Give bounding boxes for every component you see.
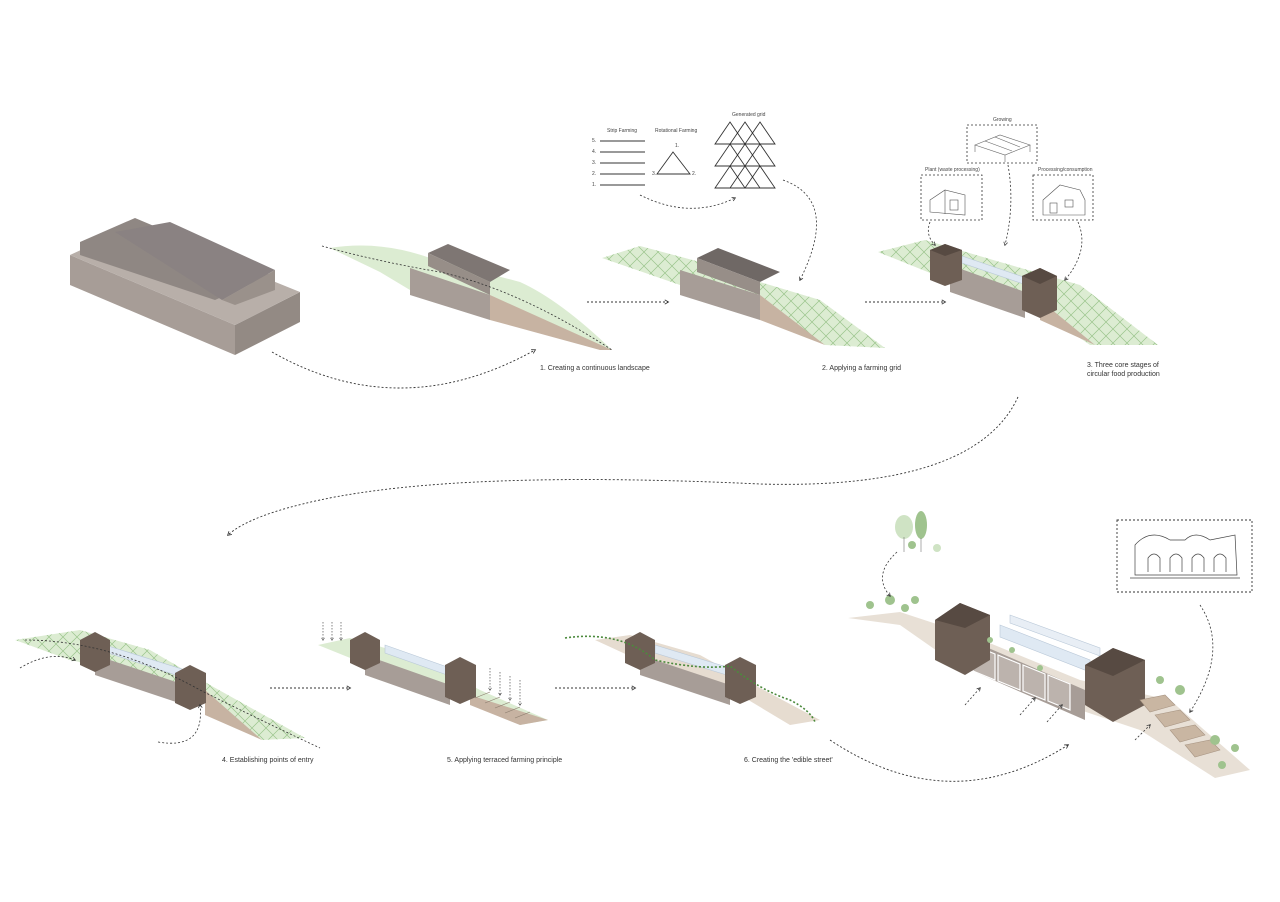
processing-sketch-frame — [1032, 174, 1094, 221]
arrow-6-to-final — [829, 739, 1070, 782]
strip-number-5: 5. — [592, 138, 597, 144]
arrow-trees-to-street — [882, 551, 898, 597]
caption-step6: 6. Creating the 'edible street' — [744, 757, 833, 764]
final-terrace-steps — [1139, 694, 1221, 758]
barn-sketch — [929, 189, 966, 216]
trees-icon — [895, 511, 941, 552]
ruins-sketch-frame — [1116, 519, 1253, 593]
arrow-ruins-to-street — [1189, 604, 1214, 714]
step2-farming-grid — [602, 246, 885, 348]
processing-label: Processing/consumption — [1038, 167, 1093, 173]
strip-number-1: 1. — [592, 182, 597, 188]
caption-step3: 3. Three core stages of circular food pr… — [1087, 362, 1160, 378]
arrow-row1-to-row2 — [226, 396, 1019, 536]
cottage-sketch — [1042, 184, 1086, 216]
strip-farming-lines — [600, 140, 645, 186]
terrace-down-arrows — [321, 622, 522, 706]
ruins-sketch — [1130, 534, 1240, 579]
terrace-steps — [474, 691, 531, 719]
greenhouse-sketch — [974, 134, 1031, 162]
plant-label: Plant (waste processing) — [925, 167, 980, 173]
caption-step2: 2. Applying a farming grid — [822, 365, 901, 372]
rotational-number-1: 1. — [675, 143, 680, 149]
strip-number-4: 4. — [592, 149, 597, 155]
arrow-0-to-1 — [271, 349, 537, 389]
caption-step5: 5. Applying terraced farming principle — [447, 757, 563, 764]
final-entry-arrows — [964, 687, 1151, 741]
grid-generation-diagram — [600, 121, 817, 282]
final-trees — [866, 595, 1239, 769]
rotational-number-3: 3. — [652, 171, 657, 177]
strip-farming-label: Strip Farming — [607, 128, 638, 134]
growing-label: Growing — [993, 117, 1012, 123]
strip-number-2: 2. — [592, 171, 597, 177]
step6-edible-street — [564, 632, 820, 725]
growing-sketch-frame — [966, 124, 1038, 164]
rotational-triangle — [656, 151, 691, 175]
generated-grid-label: Generated grid — [732, 112, 766, 118]
warehouse-block — [70, 218, 300, 355]
plant-sketch-frame — [920, 174, 983, 221]
caption-step4: 4. Establishing points of entry — [222, 757, 314, 764]
rotational-farming-label: Rotational Farming — [655, 128, 698, 134]
caption-step1: 1. Creating a continuous landscape — [540, 365, 650, 372]
stage-sketches — [920, 124, 1094, 281]
processing-block — [1022, 268, 1057, 318]
generated-grid-triangles — [714, 121, 776, 189]
step3-core-stages — [878, 240, 1158, 345]
step4-entry-points — [15, 630, 321, 749]
rotational-number-2: 2. — [692, 171, 697, 177]
plant-block — [930, 244, 962, 286]
final-edible-street-view — [848, 595, 1250, 778]
step1-landscape — [321, 244, 613, 351]
step5-terraced — [318, 622, 548, 725]
strip-number-3: 3. — [592, 160, 597, 166]
